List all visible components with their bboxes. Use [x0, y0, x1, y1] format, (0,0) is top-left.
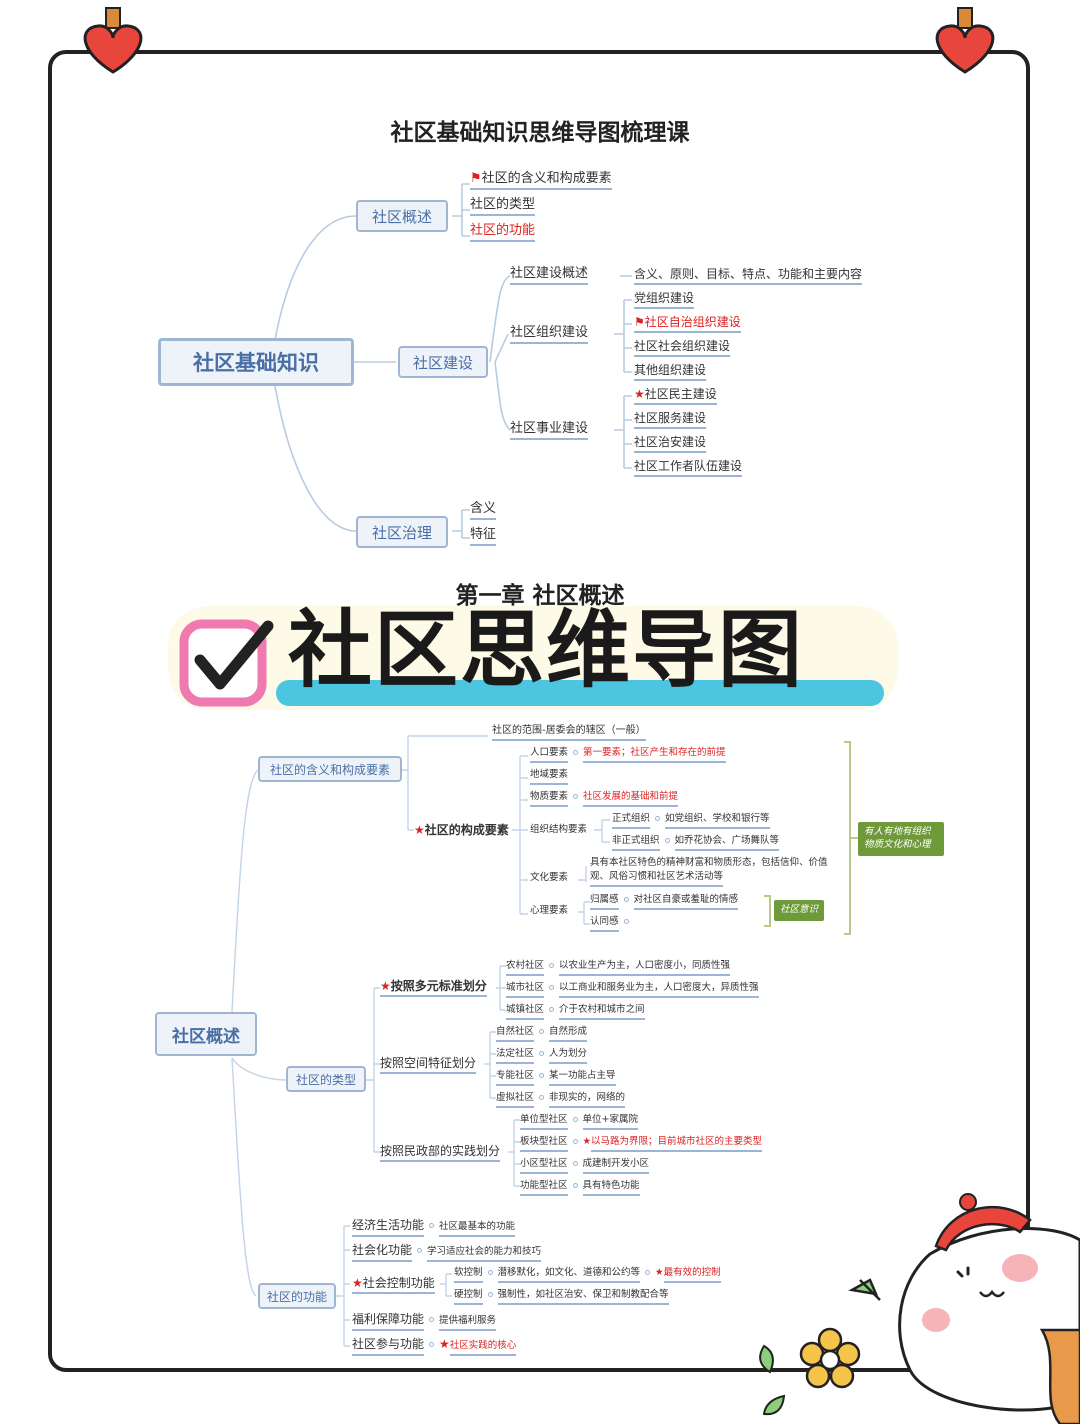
- map1-career-item-2: 社区服务建设: [634, 412, 707, 429]
- map2-func-social: 社会化功能学习适应社会的能力和技巧: [352, 1243, 542, 1262]
- map1-construction-overview: 社区建设概述: [510, 267, 589, 285]
- map1-overview-item-2: 社区的类型: [470, 198, 536, 216]
- map2-psych-label: 心理要素: [530, 905, 569, 916]
- map1-branch-overview: 社区概述: [356, 200, 448, 232]
- map1-branch-construction: 社区建设: [398, 346, 488, 378]
- map2-func-economic: 经济生活功能社区最基本的功能: [352, 1218, 516, 1237]
- map2-material-row: 物质要素社区发展的基础和前提: [530, 791, 679, 807]
- star-icon: ★: [655, 1267, 664, 1278]
- cat-sticker-icon: [848, 1193, 1080, 1424]
- map2-types-multi: ★按照多元标准划分: [380, 980, 487, 997]
- map1-org-item-1: 党组织建设: [634, 292, 695, 309]
- map2-formal-row: 正式组织如党组织、学校和银行等: [612, 813, 770, 829]
- map1-career-item-3: 社区治安建设: [634, 436, 707, 453]
- map1-construction-overview-desc: 含义、原则、目标、特点、功能和主要内容: [634, 268, 863, 285]
- map2-belong-row: 归属感对社区自豪或羞耻的情感: [590, 894, 739, 910]
- star-icon: ★: [634, 387, 645, 401]
- page-heading: 社区基础知识思维导图梳理课: [390, 119, 690, 146]
- map2-elements-label: ★社区的构成要素: [414, 823, 509, 837]
- banner-decoration: [168, 606, 898, 710]
- map1-overview-item-1: ⚑社区的含义和构成要素: [470, 172, 612, 190]
- map2-civil-row-3: 小区型社区成建制开发小区: [520, 1158, 650, 1174]
- map1-branch-governance: 社区治理: [356, 516, 448, 548]
- map2-population-row: 人口要素第一要素；社区产生和存在的前提: [530, 747, 726, 763]
- heart-left-icon: [83, 7, 143, 74]
- map2-space-row-3: 专能社区某一功能占主导: [496, 1070, 616, 1086]
- map2-branch-functions: 社区的功能: [258, 1283, 336, 1309]
- map2-scope: 社区的范围-居委会的辖区（一般）: [492, 726, 646, 741]
- map2-func-control: ★社会控制功能: [352, 1277, 435, 1294]
- star-icon: ★: [352, 1276, 363, 1290]
- map2-space-row-4: 虚拟社区非现实的，网络的: [496, 1092, 626, 1108]
- map2-space-row-2: 法定社区人为划分: [496, 1048, 588, 1064]
- map2-civil-row-2: 板块型社区★以马路为界限；目前城市社区的主要类型: [520, 1136, 763, 1152]
- star-icon: ★: [414, 823, 425, 837]
- flag-icon: ⚑: [470, 171, 482, 186]
- map2-branch-types: 社区的类型: [286, 1066, 366, 1092]
- map2-org-label: 组织结构要素: [530, 824, 588, 835]
- chapter-title: 第一章 社区概述: [455, 582, 625, 609]
- star-icon: ★: [439, 1337, 450, 1351]
- map1-governance-item-2: 特征: [470, 528, 497, 546]
- map2-informal-row: 非正式组织如乔花协会、广场舞队等: [612, 835, 780, 851]
- map2-control-hard-row: 硬控制强制性，如社区治安、保卫和制教配合等: [454, 1289, 669, 1305]
- map2-identity-row: 认同感: [590, 916, 634, 932]
- banner-title: 社区思维导图: [288, 601, 805, 699]
- map2-multi-row-2: 城市社区以工商业和服务业为主，人口密度大，异质性强: [506, 982, 759, 998]
- flag-icon: ⚑: [634, 315, 645, 329]
- map2-culture-note-1: 具有本社区特色的精神财富和物质形态，包括信仰、价值: [590, 857, 828, 868]
- map1-governance-item-1: 含义: [470, 502, 497, 520]
- map1-overview-item-3: 社区的功能: [470, 224, 536, 242]
- map2-culture-note-2: 观、风俗习惯和社区艺术活动等: [590, 872, 724, 887]
- map2-func-participation: 社区参与功能★社区实践的核心: [352, 1337, 517, 1356]
- map2-branch-meaning: 社区的含义和构成要素: [258, 756, 402, 782]
- map1-career-item-1: ★社区民主建设: [634, 388, 717, 405]
- map1-org-construction: 社区组织建设: [510, 326, 589, 344]
- map1-org-item-3: 社区社会组织建设: [634, 340, 731, 357]
- map2-civil-row-1: 单位型社区单位+家属院: [520, 1114, 638, 1130]
- map2-root-node: 社区概述: [155, 1012, 257, 1056]
- map1-career-construction: 社区事业建设: [510, 422, 589, 440]
- map2-types-space: 按照空间特征划分: [380, 1057, 477, 1074]
- map2-control-soft-row: 软控制潜移默化，如文化、道德和公约等★最有效的控制: [454, 1267, 721, 1283]
- map2-func-welfare: 福利保障功能提供福利服务: [352, 1312, 497, 1331]
- map1-org-item-4: 其他组织建设: [634, 364, 707, 381]
- flower-icon: [759, 1327, 861, 1416]
- map2-culture-label: 文化要素: [530, 872, 569, 883]
- map2-civil-row-4: 功能型社区具有特色功能: [520, 1180, 640, 1196]
- map2-types-civil: 按照民政部的实践划分: [380, 1145, 501, 1162]
- map2-multi-row-1: 农村社区以农业生产为主，人口密度小，同质性强: [506, 960, 731, 976]
- page-frame: [48, 50, 1030, 1372]
- map2-space-row-1: 自然社区自然形成: [496, 1026, 588, 1042]
- map2-multi-row-3: 城镇社区介于农村和城市之间: [506, 1004, 645, 1020]
- map1-org-item-2: ⚑社区自治组织建设: [634, 316, 741, 333]
- map2-summary-tag: 有人有地有组织物质文化和心理: [858, 822, 944, 856]
- heart-right-icon: [935, 7, 995, 74]
- map1-root-node: 社区基础知识: [158, 338, 354, 386]
- star-icon: ★: [582, 1136, 592, 1147]
- map1-career-item-4: 社区工作者队伍建设: [634, 460, 743, 477]
- star-icon: ★: [380, 979, 391, 993]
- map2-awareness-tag: 社区意识: [774, 900, 825, 921]
- map2-region: 地域要素: [530, 770, 569, 785]
